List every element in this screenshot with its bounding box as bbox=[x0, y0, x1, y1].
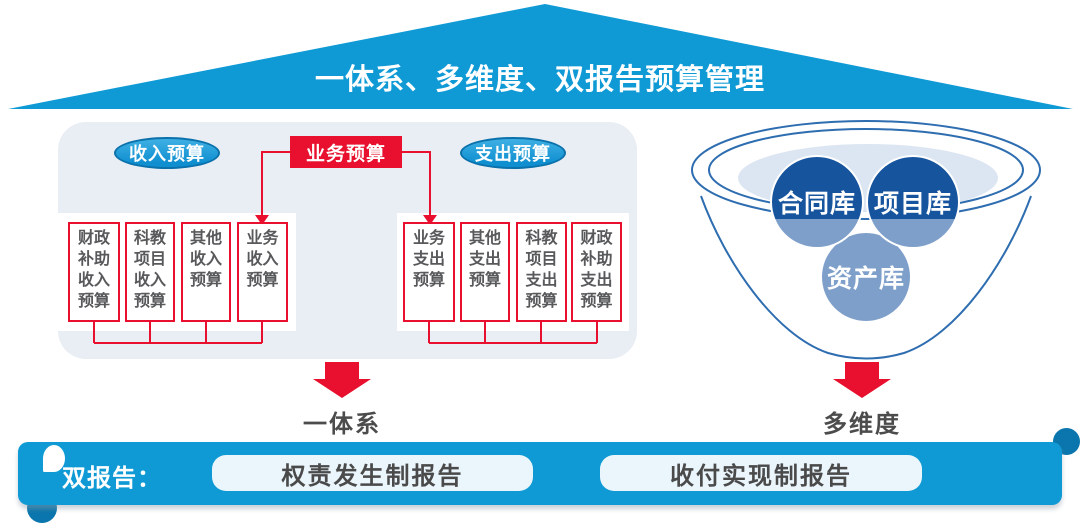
project-library-bubble: 项目库 bbox=[866, 155, 960, 249]
business-budget-tag: 业务预算 bbox=[290, 136, 402, 168]
expense-budget-oval: 支出预算 bbox=[460, 137, 566, 169]
budget-box: 财政补助支出预算 bbox=[571, 222, 622, 322]
budget-box: 业务支出预算 bbox=[403, 222, 455, 322]
budget-box: 其他收入预算 bbox=[181, 222, 231, 322]
accrual-report-pill: 权责发生制报告 bbox=[212, 455, 533, 491]
caption-multi-dimension: 多维度 bbox=[823, 411, 901, 438]
budget-box: 科教项目收入预算 bbox=[125, 222, 175, 322]
scroll-curl-icon bbox=[43, 445, 65, 472]
cash-report-pill: 收付实现制报告 bbox=[600, 455, 922, 491]
down-arrow-multi-dimension bbox=[833, 362, 891, 398]
dual-report-label: 双报告： bbox=[62, 465, 162, 492]
budget-box: 其他支出预算 bbox=[460, 222, 510, 322]
down-arrow-one-system bbox=[313, 362, 371, 398]
page-title: 一体系、多维度、双报告预算管理 bbox=[314, 64, 765, 96]
budget-box: 业务收入预算 bbox=[237, 222, 288, 322]
caption-one-system: 一体系 bbox=[303, 411, 381, 438]
dual-report-banner: 双报告： 权责发生制报告 收付实现制报告 bbox=[18, 442, 1062, 505]
contract-library-bubble: 合同库 bbox=[770, 155, 864, 249]
budget-box: 科教项目支出预算 bbox=[516, 222, 567, 322]
income-budget-oval: 收入预算 bbox=[114, 137, 220, 169]
budget-box: 财政补助收入预算 bbox=[68, 222, 120, 322]
